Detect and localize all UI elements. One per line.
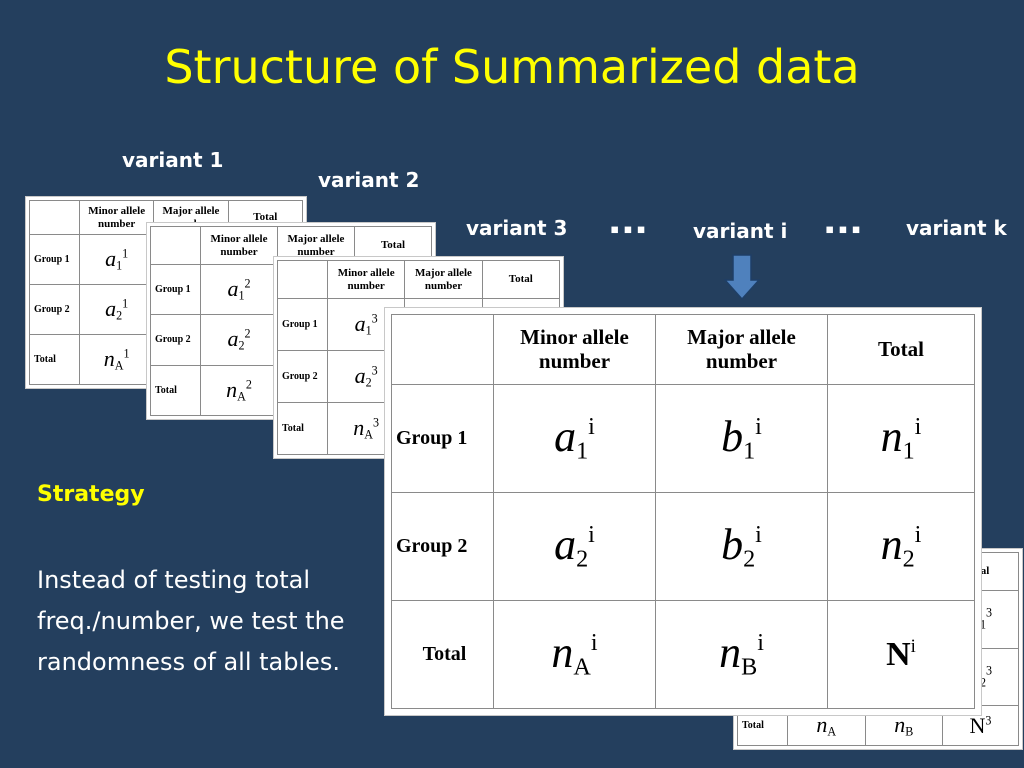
v2-cell-a1: a12 [200, 263, 278, 316]
v3-header-total: Total [481, 260, 561, 299]
v1-cell-a1: a11 [78, 234, 155, 285]
v1-row-total: Total [29, 334, 80, 385]
v2-row-group2: Group 2 [150, 314, 201, 366]
variant-2-label: variant 2 [318, 168, 420, 192]
vi-row-group2: Group 2 [391, 492, 494, 601]
vi-cell-nA: nAi [493, 600, 656, 709]
vi-cell-n2: n2i [827, 492, 975, 601]
vi-cell-b2: b2i [655, 492, 828, 601]
variant-i-label: variant i [693, 219, 788, 243]
v3-header-major: Major allele number [404, 260, 483, 299]
v1-row-group2: Group 2 [29, 284, 80, 335]
v1-cell-a2: a21 [78, 284, 155, 335]
vi-cell-nB: nBi [655, 600, 828, 709]
variant-i-table: Minor allele number Major allele number … [384, 307, 982, 716]
v1-cell-nA: nA1 [78, 334, 155, 385]
variant-k-label: variant k [906, 216, 1007, 240]
vi-cell-N: Ni [827, 600, 975, 709]
strategy-body: Instead of testing total freq./number, w… [37, 566, 345, 676]
vi-cell-a1: a1i [493, 384, 656, 493]
slide-title: Structure of Summarized data [164, 40, 860, 94]
v2-row-total: Total [150, 364, 201, 417]
vi-row-group1: Group 1 [391, 384, 494, 493]
strategy-heading: Strategy [37, 482, 145, 507]
v2-cell-a2: a22 [200, 314, 278, 366]
ellipsis-dots-2: ▪▪▪ [825, 214, 865, 244]
variant-3-label: variant 3 [466, 216, 568, 240]
v1-row-group1: Group 1 [29, 234, 80, 285]
vi-header-minor: Minor allele number [493, 314, 656, 385]
variant-1-label: variant 1 [122, 148, 224, 172]
v3-header-minor: Minor allele number [326, 260, 406, 299]
vi-cell-b1: b1i [655, 384, 828, 493]
v2-cell-nA: nA2 [200, 364, 278, 417]
v2-header-minor: Minor allele number [200, 226, 278, 265]
v1-header-minor: Minor allele number [78, 200, 155, 235]
v2-row-group1: Group 1 [150, 263, 201, 316]
v3-row-total: Total [277, 402, 328, 455]
vi-cell-n1: n1i [827, 384, 975, 493]
v3-row-group1: Group 1 [277, 298, 328, 351]
v3-row-group2: Group 2 [277, 350, 328, 403]
vi-cell-a2: a2i [493, 492, 656, 601]
vi-row-total: Total [391, 600, 494, 709]
vi-header-total: Total [827, 314, 975, 385]
vi-header-major: Major allele number [655, 314, 828, 385]
down-arrow-icon [724, 254, 760, 300]
ellipsis-dots-1: ▪▪▪ [610, 214, 650, 244]
